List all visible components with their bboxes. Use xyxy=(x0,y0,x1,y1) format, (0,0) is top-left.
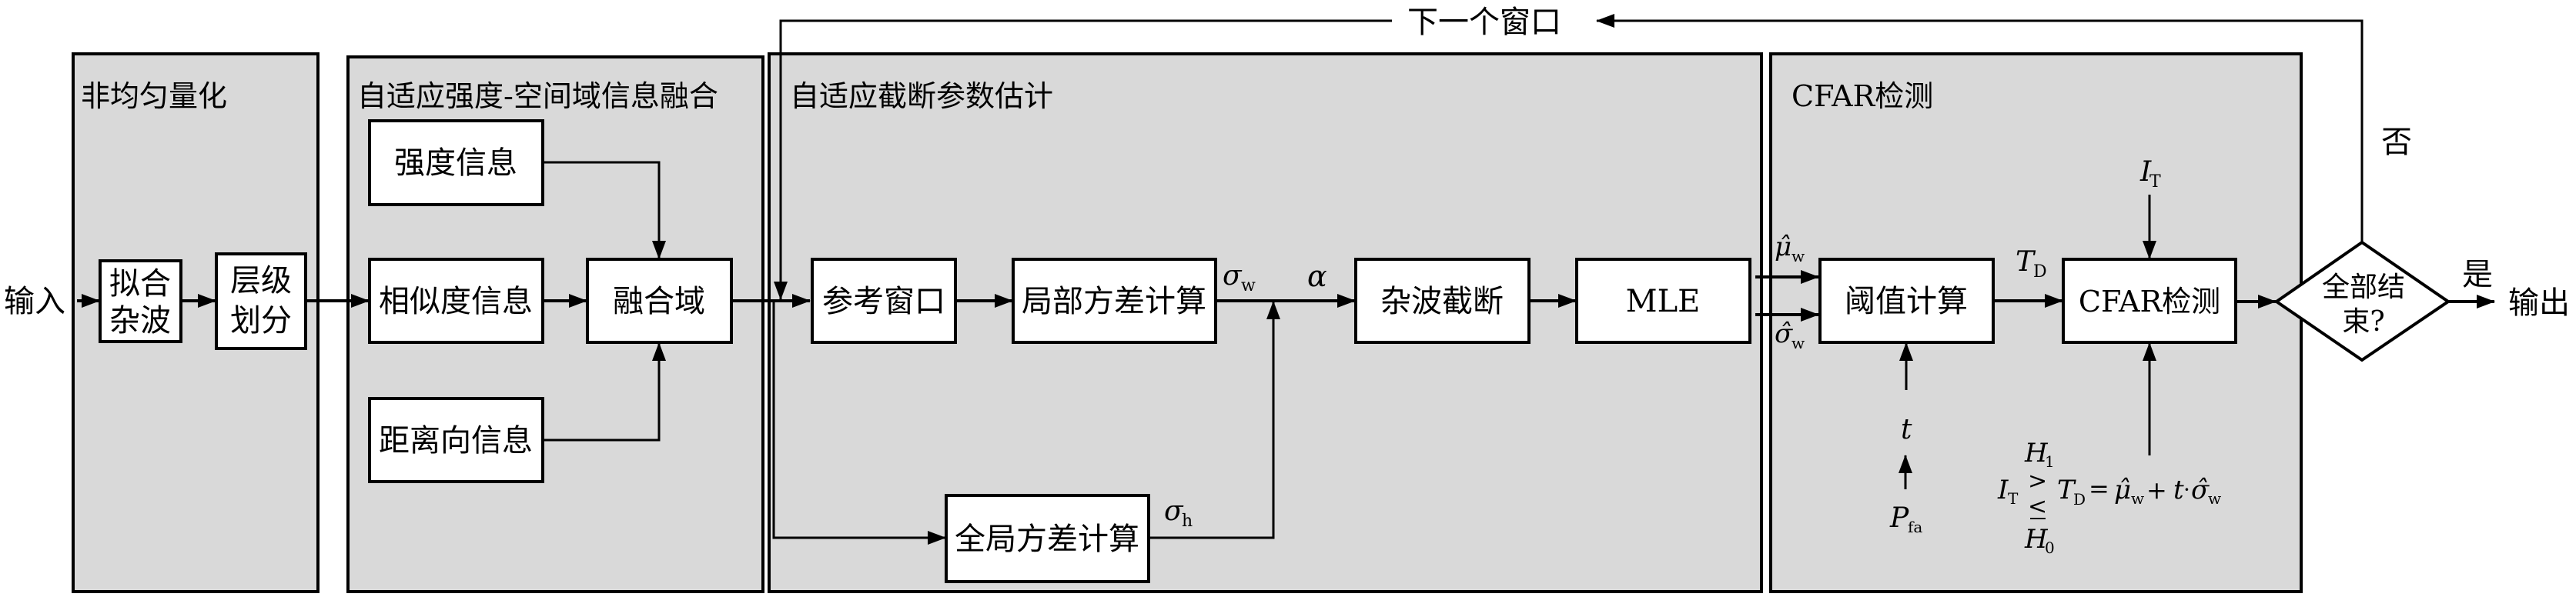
label-P-fa: P fa xyxy=(1889,502,1922,536)
svg-text:T: T xyxy=(2149,172,2161,192)
svg-text:H: H xyxy=(2024,438,2049,469)
svg-text:划分: 划分 xyxy=(230,303,292,339)
feedback-arrow xyxy=(1596,14,2364,242)
svg-text:μ̂: μ̂ xyxy=(1775,232,1791,262)
svg-text:0: 0 xyxy=(2045,539,2055,557)
no-label: 否 xyxy=(2381,125,2412,160)
svg-text:T: T xyxy=(2008,489,2019,508)
panel-title: 自适应强度-空间域信息融合 xyxy=(357,79,718,113)
svg-text:强度信息: 强度信息 xyxy=(394,145,517,181)
decision-all-done[interactable]: 全部结 束? xyxy=(2273,240,2451,362)
svg-text:参考窗口: 参考窗口 xyxy=(822,284,945,319)
svg-text:束?: 束? xyxy=(2342,306,2384,338)
svg-text:CFAR检测: CFAR检测 xyxy=(2079,285,2220,319)
label-I-T-top: I T xyxy=(2139,156,2161,192)
svg-text:P: P xyxy=(1889,502,1909,534)
svg-text:w: w xyxy=(2208,489,2221,508)
box-reference-window[interactable]: 参考窗口 xyxy=(811,258,957,344)
svg-text:D: D xyxy=(2073,490,2086,509)
svg-text:全局方差计算: 全局方差计算 xyxy=(955,522,1139,557)
svg-text:1: 1 xyxy=(2045,452,2055,471)
panel-title: 自适应截断参数估计 xyxy=(790,79,1053,113)
input-label: 输入 xyxy=(4,284,65,319)
box-threshold-calc[interactable]: 阈值计算 xyxy=(1818,258,1995,344)
svg-text:杂波: 杂波 xyxy=(109,303,171,339)
box-fusion-domain[interactable]: 融合域 xyxy=(586,258,733,344)
box-range-info[interactable]: 距离向信息 xyxy=(368,397,544,483)
label-sigma-h: σ h xyxy=(1164,495,1193,531)
svg-text:t: t xyxy=(2173,475,2184,505)
svg-text:w: w xyxy=(1791,334,1805,352)
box-mle[interactable]: MLE xyxy=(1575,258,1751,344)
label-t: t xyxy=(1901,414,1912,445)
box-global-variance[interactable]: 全局方差计算 xyxy=(945,494,1150,583)
output-label: 输出 xyxy=(2508,285,2570,321)
label-alpha: α xyxy=(1307,259,1327,293)
svg-text:+: + xyxy=(2146,475,2167,505)
svg-text:拟合: 拟合 xyxy=(109,266,171,302)
label-mu-hat-w: μ̂ w xyxy=(1775,232,1805,265)
svg-text:h: h xyxy=(1182,512,1193,531)
yes-label: 是 xyxy=(2462,257,2493,292)
box-fit-clutter[interactable]: 拟合 杂波 xyxy=(99,259,182,343)
svg-text:局部方差计算: 局部方差计算 xyxy=(1022,284,1206,319)
svg-text:σ: σ xyxy=(1223,260,1243,292)
svg-text:w: w xyxy=(1791,247,1805,265)
svg-text:融合域: 融合域 xyxy=(613,284,705,319)
feedback-to-reference xyxy=(774,19,1392,300)
arrow-intensity-to-fusion xyxy=(543,161,666,259)
svg-text:阈值计算: 阈值计算 xyxy=(1845,284,1968,319)
arrow-to-global-variance xyxy=(772,301,946,545)
svg-text:·: · xyxy=(2183,477,2190,502)
arrow-global-to-merge xyxy=(1149,301,1280,539)
svg-text:T: T xyxy=(2057,475,2076,505)
box-clutter-truncation[interactable]: 杂波截断 xyxy=(1354,258,1531,344)
svg-text:<: < xyxy=(2028,493,2047,520)
svg-text:=: = xyxy=(2089,474,2109,503)
svg-text:σ̂: σ̂ xyxy=(1775,319,1793,349)
label-sigma-hat-w: σ̂ w xyxy=(1775,319,1805,352)
svg-text:σ̂: σ̂ xyxy=(2191,475,2210,505)
svg-text:全部结: 全部结 xyxy=(2322,272,2405,303)
svg-text:H: H xyxy=(2024,524,2049,555)
svg-text:μ̂: μ̂ xyxy=(2114,475,2131,505)
box-level-split[interactable]: 层级 划分 xyxy=(215,252,307,350)
svg-text:fa: fa xyxy=(1908,518,1922,536)
panel-title: CFAR检测 xyxy=(1791,79,1933,113)
box-intensity-info[interactable]: 强度信息 xyxy=(368,119,544,206)
box-cfar-detect[interactable]: CFAR检测 xyxy=(2062,258,2237,344)
svg-text:>: > xyxy=(2028,468,2047,495)
next-window-label: 下一个窗口 xyxy=(1407,5,1561,40)
box-similarity-info[interactable]: 相似度信息 xyxy=(368,258,544,344)
svg-text:I: I xyxy=(1997,475,2009,505)
svg-text:MLE: MLE xyxy=(1626,284,1701,319)
arrow-range-to-fusion xyxy=(543,342,666,442)
label-T-D: T D xyxy=(2016,246,2047,282)
svg-text:相似度信息: 相似度信息 xyxy=(379,284,533,319)
decision-rule: H 1 I T > < T D = μ̂ w + t · σ̂ w H 0 xyxy=(1997,438,2221,557)
panel-title: 非均匀量化 xyxy=(81,79,227,113)
svg-text:I: I xyxy=(2139,156,2152,188)
svg-text:σ: σ xyxy=(1164,495,1184,527)
box-local-variance[interactable]: 局部方差计算 xyxy=(1012,258,1217,344)
svg-text:w: w xyxy=(2131,489,2144,508)
svg-text:层级: 层级 xyxy=(230,263,292,298)
svg-text:距离向信息: 距离向信息 xyxy=(379,423,533,459)
svg-text:w: w xyxy=(1241,276,1256,295)
label-sigma-w: σ w xyxy=(1223,260,1256,295)
svg-text:杂波截断: 杂波截断 xyxy=(1380,284,1504,319)
svg-text:T: T xyxy=(2016,246,2036,278)
svg-text:D: D xyxy=(2033,262,2047,282)
